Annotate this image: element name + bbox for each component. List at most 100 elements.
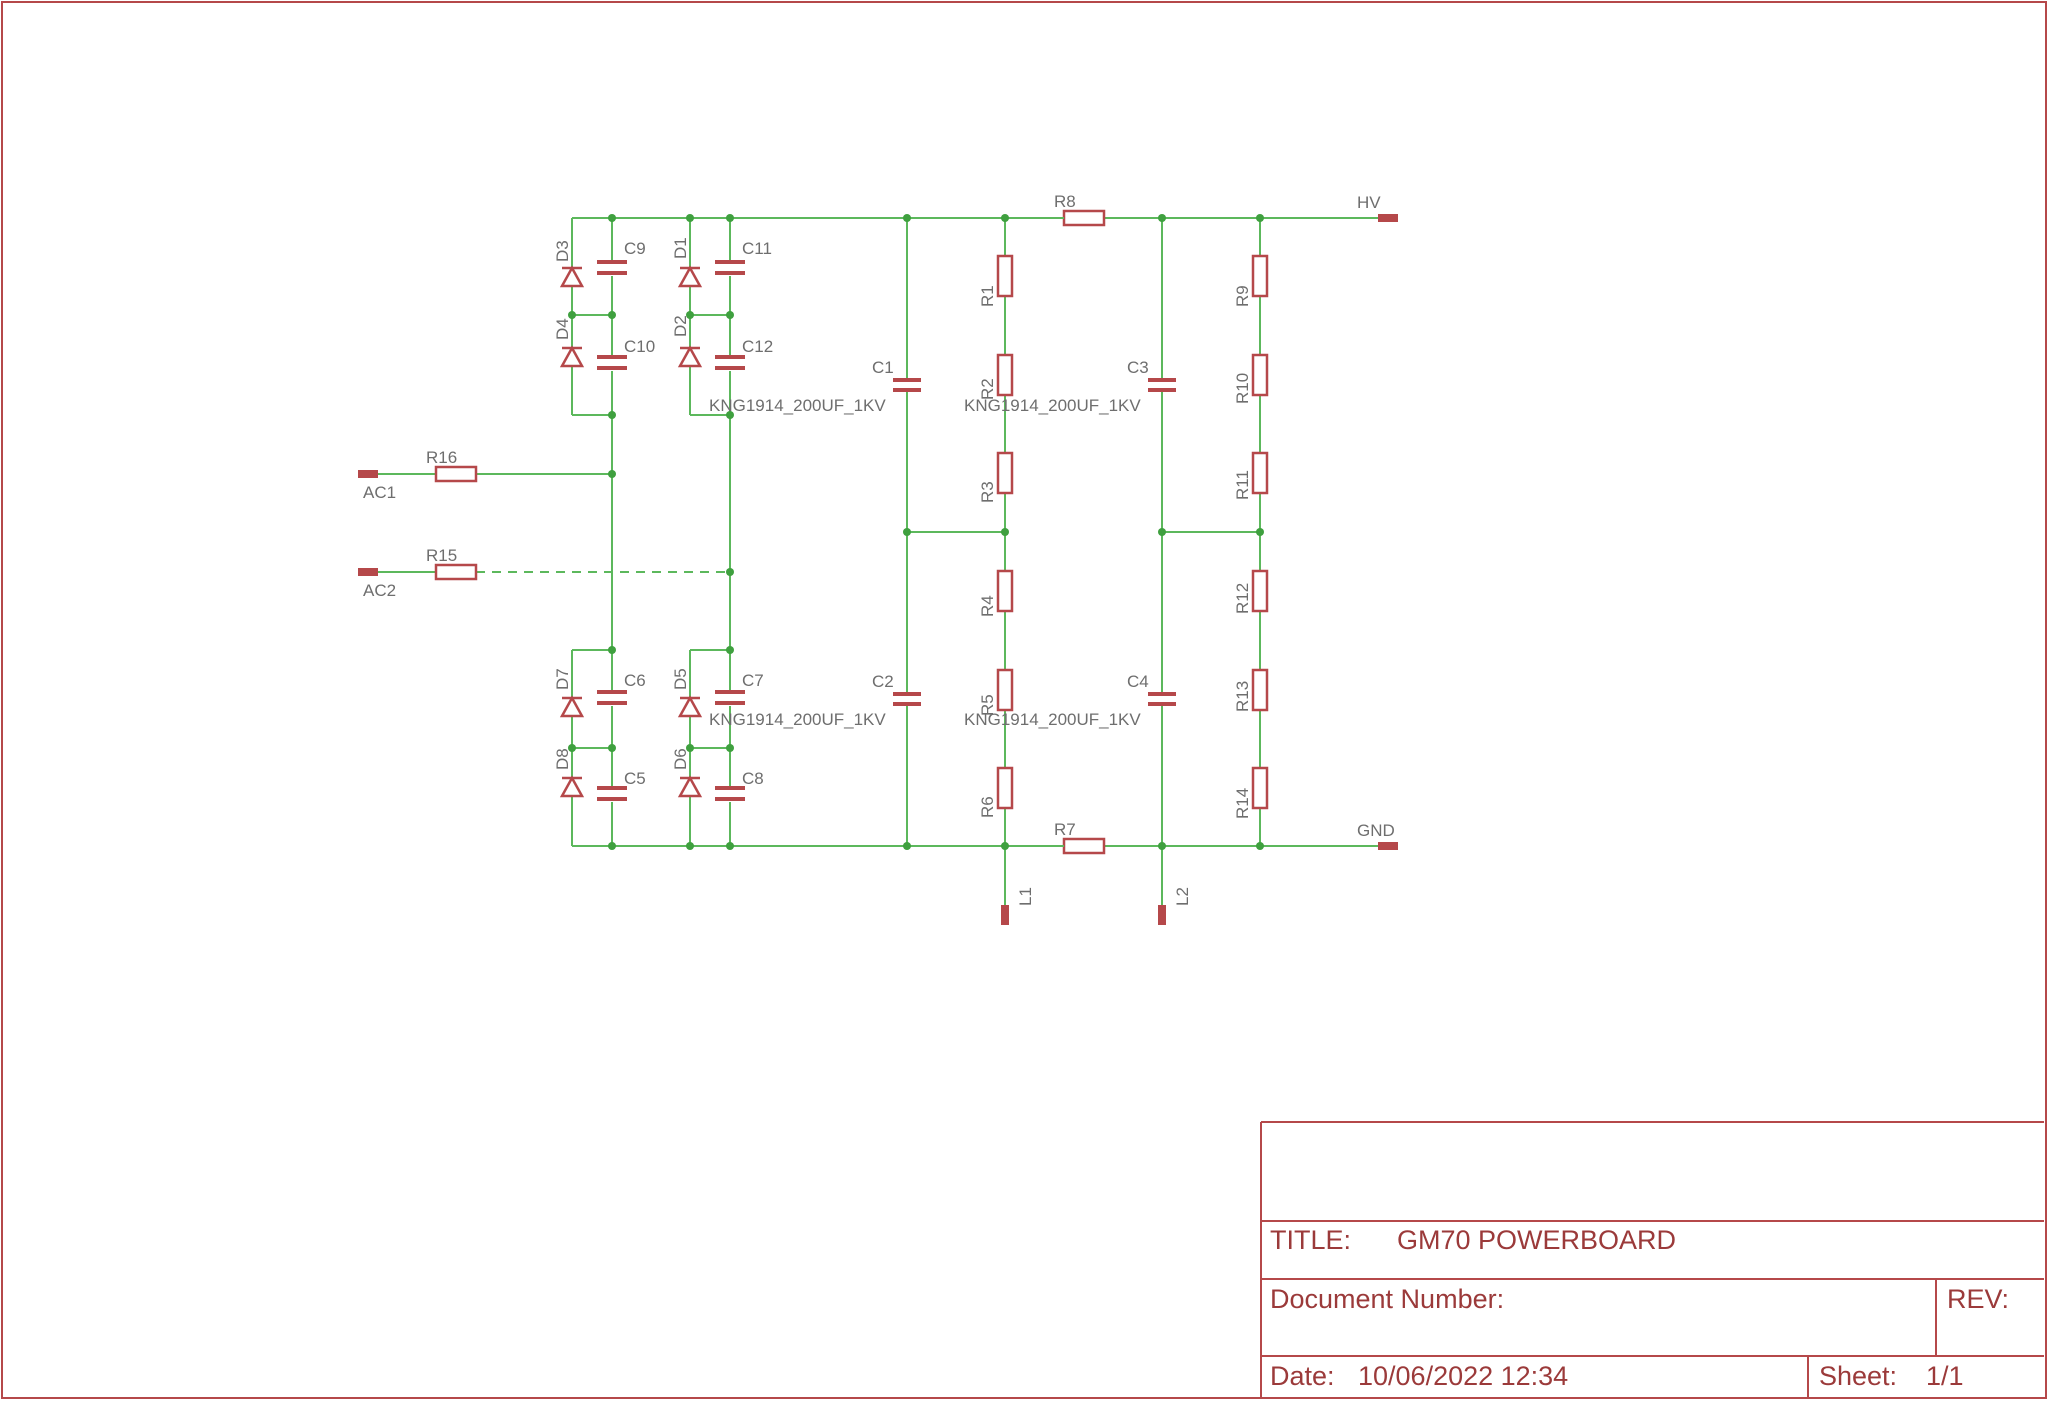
resistor-r4 [996,569,1014,613]
label-d2: D2 [671,315,690,337]
label-c3: C3 [1127,358,1149,377]
port-label-l2: L2 [1173,887,1192,906]
port-label-ac2: AC2 [363,581,396,600]
wires [378,217,1378,905]
label-c5: C5 [624,769,646,788]
diode-d3 [559,265,585,288]
label-c8: C8 [742,769,764,788]
diode-d6 [677,775,703,798]
capacitor-c11 [715,260,745,275]
label-d7: D7 [553,668,572,690]
resistor-r7 [1062,837,1106,855]
value-c3: KNG1914_200UF_1KV [964,396,1141,415]
port-label-hv: HV [1357,193,1381,212]
label-r1: R1 [978,285,997,307]
resistor-r3 [996,451,1014,495]
port-pin-ac2 [358,568,378,576]
label-c9: C9 [624,239,646,258]
label-c4: C4 [1127,672,1149,691]
label-c6: C6 [624,671,646,690]
resistor-r2 [996,353,1014,397]
label-r5: R5 [978,694,997,716]
resistor-r16 [434,465,478,483]
label-c12: C12 [742,337,773,356]
label-d8: D8 [553,748,572,770]
capacitor-c4 [1148,692,1176,706]
document-number-label: Document Number: [1270,1284,1504,1314]
value-c1: KNG1914_200UF_1KV [709,396,886,415]
label-c7: C7 [742,671,764,690]
label-r3: R3 [978,481,997,503]
capacitor-c8 [715,786,745,801]
label-c11: C11 [742,239,772,258]
capacitor-c1 [893,378,921,392]
title-block: TITLE: GM70 POWERBOARD Document Number: … [1260,1121,2044,1398]
label-r14: R14 [1233,788,1252,819]
diode-d1 [677,265,703,288]
label-r9: R9 [1233,285,1252,307]
capacitor-c2 [893,692,921,706]
capacitor-c9 [597,260,627,275]
sheet-label: Sheet: [1819,1361,1897,1391]
port-pin-ac1 [358,470,378,478]
label-d6: D6 [671,748,690,770]
resistor-r1 [996,254,1014,298]
label-r7: R7 [1054,820,1076,839]
value-c4: KNG1914_200UF_1KV [964,710,1141,729]
resistor-r8 [1062,209,1106,227]
date-label: Date: [1270,1361,1335,1391]
port-pin-hv [1378,214,1398,222]
port-pin-l1 [1001,905,1009,925]
capacitor-c7 [715,690,745,705]
capacitor-c6 [597,690,627,705]
label-r12: R12 [1233,583,1252,614]
diode-d8 [559,775,585,798]
label-c2: C2 [872,672,894,691]
resistor-r11 [1251,451,1269,495]
label-d3: D3 [553,240,572,262]
label-r11: R11 [1233,470,1252,500]
label-r15: R15 [426,546,457,565]
port-pin-l2 [1158,905,1166,925]
capacitor-c5 [597,786,627,801]
label-r6: R6 [978,796,997,818]
junction-dots [568,214,1264,850]
diode-d4 [559,345,585,368]
port-label-ac1: AC1 [363,483,396,502]
sheet-value: 1/1 [1926,1361,1964,1391]
port-label-l1: L1 [1016,887,1035,906]
port-label-gnd: GND [1357,821,1395,840]
rev-label: REV: [1947,1284,2009,1314]
value-c2: KNG1914_200UF_1KV [709,710,886,729]
resistor-r15 [434,563,478,581]
resistor-r5 [996,668,1014,712]
date-value: 10/06/2022 12:34 [1358,1361,1568,1391]
capacitor-c10 [597,355,627,370]
label-r4: R4 [978,595,997,617]
diode-d7 [559,695,585,718]
label-c10: C10 [624,337,655,356]
resistor-r6 [996,766,1014,810]
label-r13: R13 [1233,681,1252,712]
resistor-r10 [1251,353,1269,397]
label-c1: C1 [872,358,894,377]
label-d4: D4 [553,318,572,340]
label-r16: R16 [426,448,457,467]
label-r10: R10 [1233,373,1252,404]
resistor-r13 [1251,668,1269,712]
label-r8: R8 [1054,192,1076,211]
port-pin-gnd [1378,842,1398,850]
label-r2: R2 [978,378,997,400]
label-d5: D5 [671,668,690,690]
label-d1: D1 [671,237,690,259]
title-label: TITLE: [1270,1225,1351,1255]
resistor-r9 [1251,254,1269,298]
capacitor-c3 [1148,378,1176,392]
title-value: GM70 POWERBOARD [1397,1225,1676,1255]
capacitor-c12 [715,355,745,370]
diode-d2 [677,345,703,368]
resistor-r12 [1251,569,1269,613]
diode-d5 [677,695,703,718]
